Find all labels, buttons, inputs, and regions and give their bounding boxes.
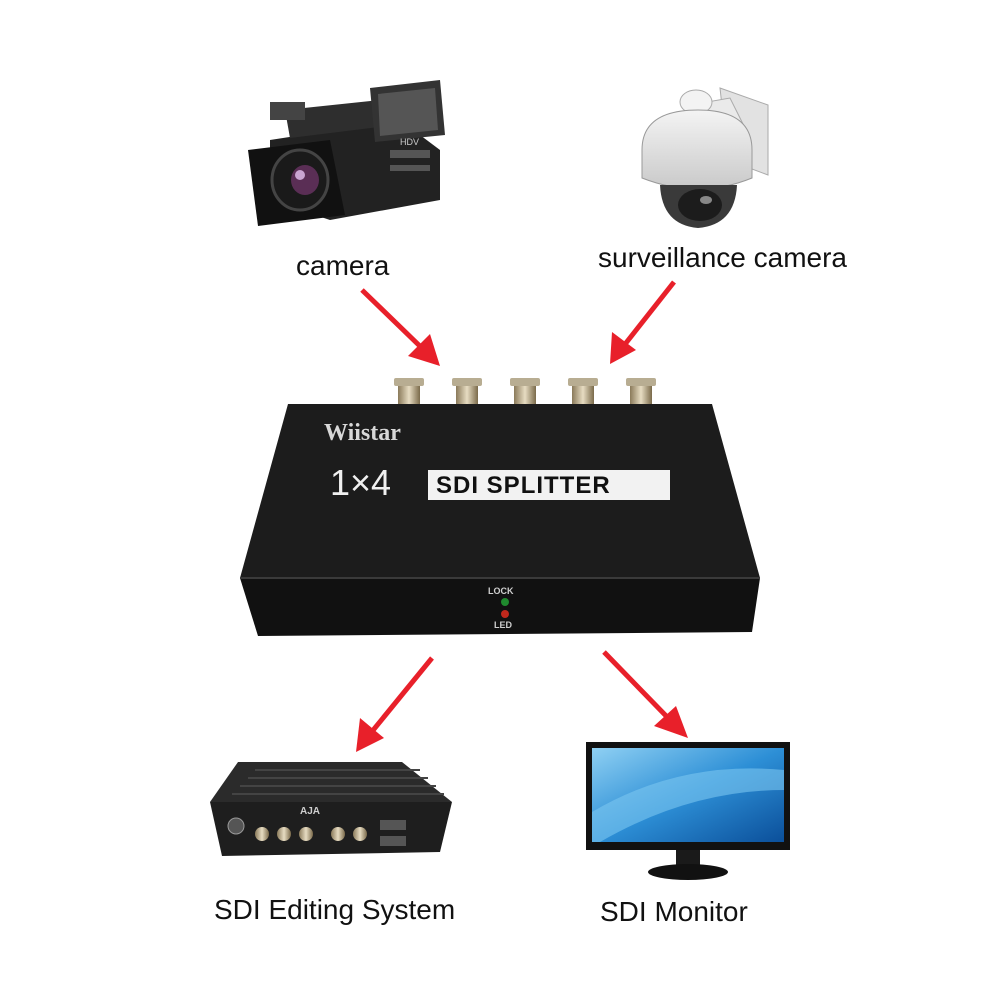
dome-camera-icon <box>641 87 769 228</box>
power-led <box>501 610 509 618</box>
bnc-connector <box>568 378 598 410</box>
label-sdi-monitor: SDI Monitor <box>600 896 748 927</box>
device-model-prefix: 1×4 <box>330 462 392 503</box>
lock-label: LOCK <box>488 586 514 596</box>
camcorder-icon: HDV <box>248 80 445 226</box>
bnc-connector <box>510 378 540 410</box>
device-brand: Wiistar <box>324 420 401 446</box>
led-label: LED <box>494 620 512 630</box>
bnc-connectors <box>394 378 656 410</box>
bnc-connector <box>626 378 656 410</box>
bnc-connector <box>452 378 482 410</box>
sdi-splitter-device <box>240 404 760 636</box>
arrow-splitter-to-monitor <box>602 650 688 738</box>
arrow-splitter-to-editing <box>356 656 434 752</box>
editing-system-icon <box>210 762 452 856</box>
svg-text:HDV: HDV <box>400 137 419 147</box>
label-sdi-editing-system: SDI Editing System <box>214 894 456 925</box>
label-surveillance-camera: surveillance camera <box>598 242 847 273</box>
monitor-icon <box>586 742 790 880</box>
editing-device-badge: AJA <box>300 806 321 817</box>
label-camera: camera <box>296 250 390 281</box>
bnc-connector <box>394 378 424 410</box>
arrow-camera-to-splitter <box>360 288 440 366</box>
arrow-surveillance-to-splitter <box>610 280 676 364</box>
device-model-name: SDI SPLITTER <box>436 472 611 499</box>
model-name-box <box>428 470 670 500</box>
lock-led <box>501 598 509 606</box>
